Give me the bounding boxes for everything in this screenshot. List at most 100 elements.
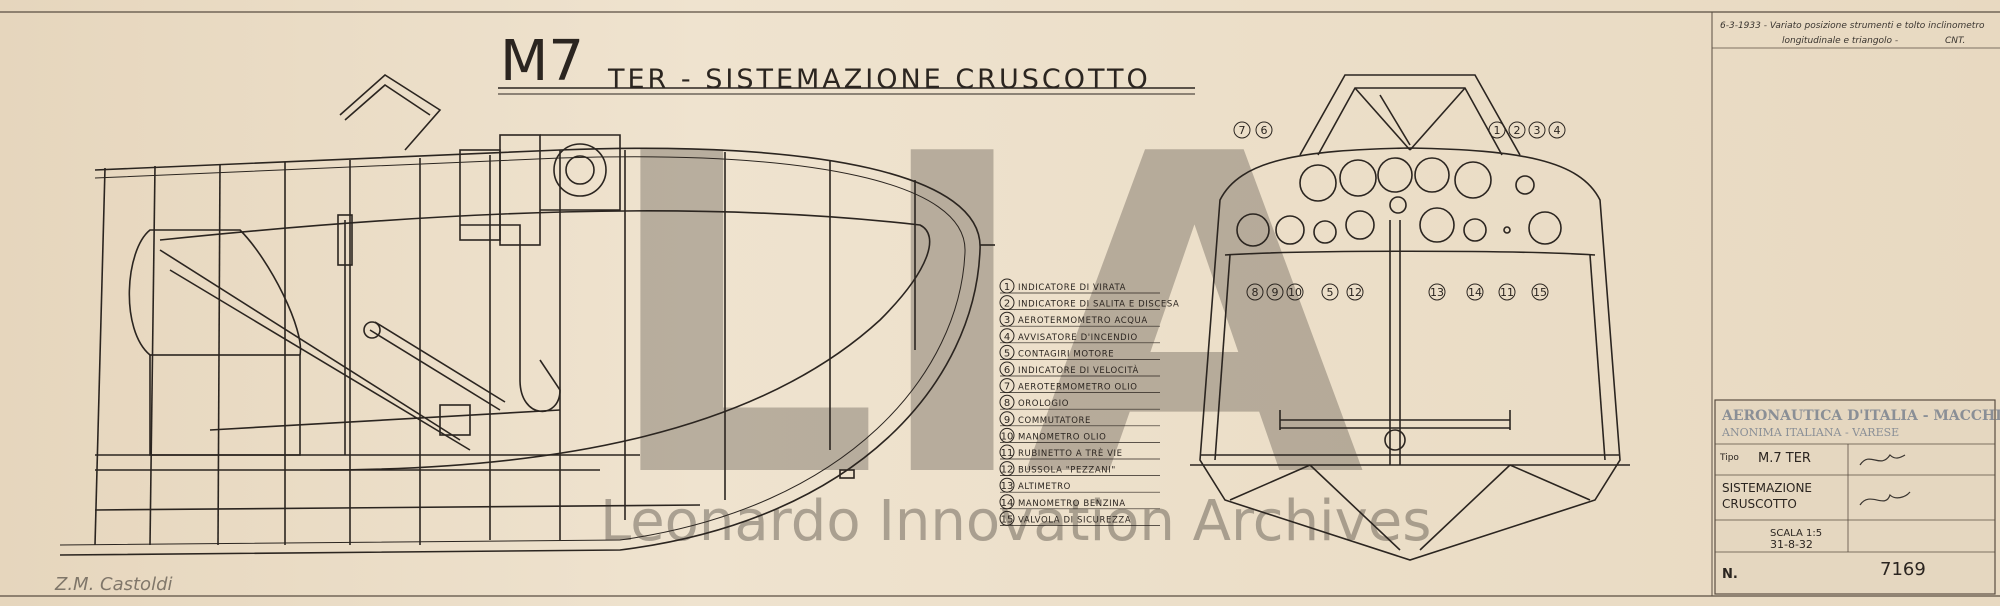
legend-label: VALVOLA DI SICUREZZA — [1018, 515, 1131, 525]
legend-number: 12 — [1001, 465, 1014, 476]
legend-number: 2 — [1004, 299, 1010, 310]
callout-circle — [1246, 283, 1264, 301]
watermark: LIA Leonardo Innovation Archives — [600, 62, 1431, 574]
callout-number: 9 — [1272, 286, 1279, 299]
legend-number: 15 — [1001, 514, 1014, 525]
legend-label: MANOMETRO BENZINA — [1018, 499, 1126, 509]
instrument-3 — [1454, 161, 1492, 199]
legend-label: BUSSOLA "PEZZANI" — [1018, 466, 1116, 476]
callout-circle — [1548, 121, 1566, 139]
legend-label: COMMUTATORE — [1018, 416, 1091, 426]
legend-item: 9 COMMUTATORE — [999, 411, 1160, 427]
oggetto-line1: SISTEMAZIONE — [1722, 481, 1812, 495]
callout-circle — [1508, 121, 1526, 139]
tipo-value: M.7 TER — [1758, 451, 1811, 466]
callout-circle — [1466, 283, 1484, 301]
legend-number: 3 — [1004, 315, 1010, 326]
label-tipo: Tipo — [1719, 453, 1739, 463]
title-block: AERONAUTICA D'ITALIA - MACCHI ANONIMA IT… — [1714, 399, 2000, 595]
callout-circle — [1346, 283, 1364, 301]
instrument-15 — [1528, 211, 1562, 245]
fuselage-side-view — [59, 74, 995, 556]
callout-circle — [1255, 121, 1273, 139]
legend-label: AVVISATORE D'INCENDIO — [1018, 333, 1138, 343]
callout-number: 4 — [1554, 124, 1561, 137]
callout-circle — [1428, 283, 1446, 301]
callout-number: 14 — [1468, 286, 1482, 299]
instrument-2 — [1414, 157, 1450, 193]
legend-label: OROLOGIO — [1018, 399, 1069, 409]
legend-label: AEROTERMOMETRO ACQUA — [1018, 316, 1148, 326]
callout-number: 15 — [1533, 286, 1547, 299]
revision-note-line1: 6-3-1933 - Variato posizione strumenti e… — [1720, 21, 1985, 31]
legend-item: 3 AEROTERMOMETRO ACQUA — [999, 311, 1160, 327]
legend-number: 11 — [1001, 448, 1014, 459]
legend-label: ALTIMETRO — [1018, 482, 1071, 492]
callout-number: 5 — [1327, 286, 1334, 299]
oggetto-line2: CRUSCOTTO — [1722, 497, 1797, 511]
legend-label: CONTAGIRI MOTORE — [1018, 349, 1114, 359]
legend-item: 14 MANOMETRO BENZINA — [999, 494, 1160, 510]
panel-front-view — [1190, 74, 1630, 561]
legend-number: 10 — [1001, 431, 1014, 442]
legend-number: 14 — [1001, 498, 1014, 509]
instrument-7 — [1299, 164, 1337, 202]
callout-circle — [1528, 121, 1546, 139]
stamp-line1: AERONAUTICA D'ITALIA - MACCHI — [1721, 408, 2000, 424]
instrument-10 — [1313, 220, 1337, 244]
callout-circle — [1266, 283, 1284, 301]
callout-number: 6 — [1261, 124, 1268, 137]
callout-number: 8 — [1252, 286, 1259, 299]
revision-note-line2: longitudinale e triangolo - — [1782, 36, 1898, 46]
revision-note: 6-3-1933 - Variato posizione strumenti e… — [1712, 21, 2000, 49]
drawing-title: M7 TER - SISTEMAZIONE CRUSCOTTO — [498, 29, 1195, 95]
callout-number: 10 — [1288, 286, 1302, 299]
legend-number: 13 — [1001, 481, 1014, 492]
signature-icon — [1859, 454, 1906, 466]
instrument-13 — [1419, 207, 1455, 243]
legend-item: 11 RUBINETTO A TRÈ VIE — [999, 444, 1160, 460]
instrument-4 — [1515, 175, 1535, 195]
stamp-line2: ANONIMA ITALIANA - VARESE — [1721, 426, 1899, 439]
callout-circle — [1498, 283, 1516, 301]
callout-circle — [1488, 121, 1506, 139]
instrument-12 — [1345, 210, 1375, 240]
legend-label: INDICATORE DI VELOCITÀ — [1018, 364, 1139, 376]
signature-bottom-left: Z.M. Castoldi — [54, 574, 173, 595]
legend-number: 7 — [1004, 382, 1010, 393]
instrument-8 — [1236, 213, 1270, 247]
callout-number: 11 — [1500, 286, 1514, 299]
legend-item: 8 OROLOGIO — [999, 394, 1160, 410]
instrument-5 — [1389, 196, 1407, 214]
title-rest: TER - SISTEMAZIONE CRUSCOTTO — [607, 64, 1151, 95]
legend-item: 15 VALVOLA DI SICUREZZA — [999, 510, 1160, 526]
instrument-1 — [1377, 157, 1413, 193]
callout-circle — [1321, 283, 1339, 301]
callout-circle — [1233, 121, 1251, 139]
legend-number: 8 — [1004, 398, 1010, 409]
callout-number: 2 — [1514, 124, 1521, 137]
legend-label: RUBINETTO A TRÈ VIE — [1018, 447, 1123, 459]
instrument-14 — [1463, 218, 1487, 242]
callout-number: 7 — [1239, 124, 1246, 137]
legend-item: 13 ALTIMETRO — [999, 477, 1160, 493]
sheet-border — [0, 11, 2000, 597]
legend-number: 9 — [1004, 415, 1010, 426]
callout-circle — [1286, 283, 1304, 301]
watermark-letters: LIA — [600, 62, 1368, 574]
callout-circle — [1531, 283, 1549, 301]
legend-number: 4 — [1004, 332, 1010, 343]
legend-label: INDICATORE DI VIRATA — [1018, 283, 1126, 293]
instrument-11 — [1503, 226, 1511, 234]
signature-icon — [1859, 491, 1911, 506]
